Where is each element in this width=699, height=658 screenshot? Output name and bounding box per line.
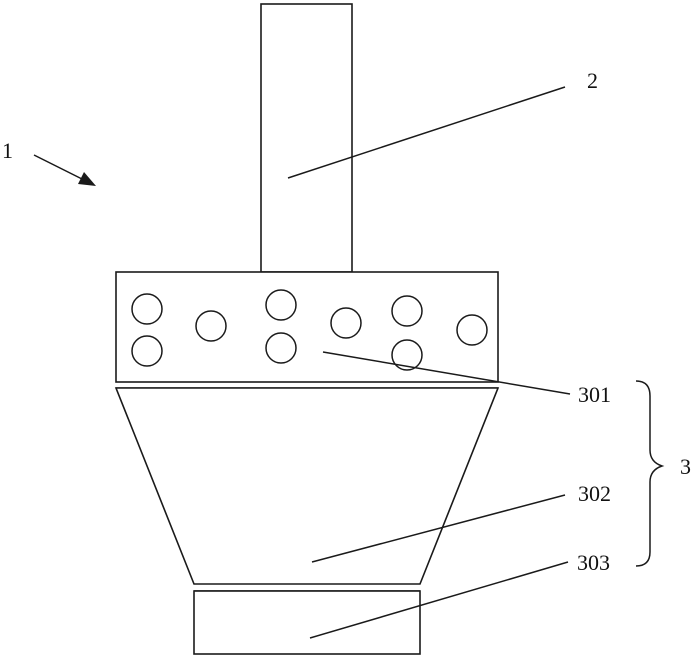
assembly-arrow bbox=[34, 155, 96, 186]
hole bbox=[266, 333, 296, 363]
hole bbox=[392, 340, 422, 370]
label-top-ring: 301 bbox=[578, 382, 611, 407]
label-assembly: 1 bbox=[2, 138, 13, 163]
hole bbox=[196, 311, 226, 341]
hole bbox=[392, 296, 422, 326]
label-shaft: 2 bbox=[587, 68, 598, 93]
hole bbox=[457, 315, 487, 345]
hole bbox=[266, 290, 296, 320]
group-brace bbox=[636, 381, 662, 566]
shaft bbox=[261, 4, 352, 272]
hole bbox=[132, 336, 162, 366]
label-head-group: 3 bbox=[680, 454, 691, 479]
hole bbox=[132, 294, 162, 324]
top-ring bbox=[116, 272, 498, 382]
label-bottom-collar: 303 bbox=[577, 550, 610, 575]
label-taper-body: 302 bbox=[578, 481, 611, 506]
taper-body bbox=[116, 388, 498, 584]
hole bbox=[331, 308, 361, 338]
bottom-collar bbox=[194, 591, 420, 654]
arrow-head-icon bbox=[78, 172, 96, 186]
